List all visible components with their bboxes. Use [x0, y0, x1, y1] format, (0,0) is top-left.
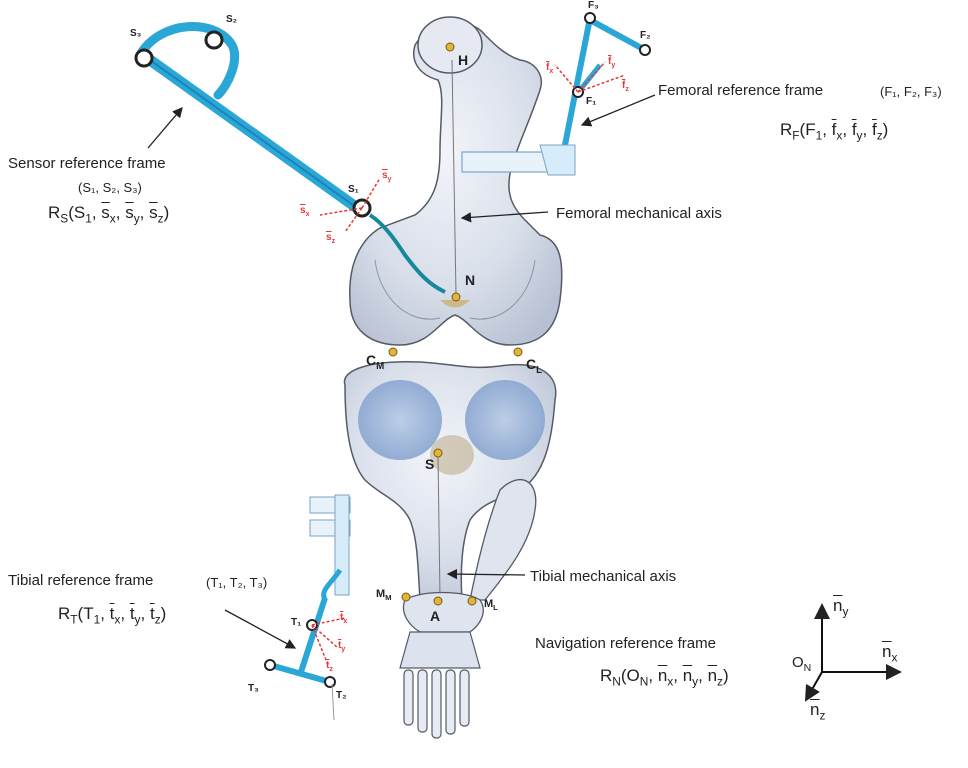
- navigation-axis-z-label: nz: [810, 700, 825, 722]
- femoral-points: (F₁, F₂, F₃): [880, 84, 942, 99]
- tibial-axis-label: Tibial mechanical axis: [530, 568, 676, 585]
- tibia: [344, 362, 555, 600]
- navigation-origin-label: ON: [792, 654, 811, 674]
- femoral-frame-formula: RF(F1, fx, fy, fz): [780, 120, 888, 142]
- landmark-mm: MM: [376, 588, 392, 602]
- landmark-a: A: [430, 608, 440, 624]
- femoral-axis-z: fz: [622, 80, 629, 93]
- femoral-caption: Femoral reference frame: [658, 82, 823, 99]
- femoral-axis-x: fx: [546, 62, 553, 75]
- landmark-n: N: [465, 272, 475, 288]
- navigation-axis-y-label: ny: [833, 596, 848, 618]
- landmark-ml: ML: [484, 598, 498, 612]
- sensor-caption: Sensor reference frame: [8, 155, 166, 172]
- sensor-points: (S₁, S₂, S₃): [78, 180, 142, 195]
- marker-t1: T₁: [291, 617, 301, 628]
- landmark-h: H: [458, 52, 468, 68]
- marker-f2: F₂: [640, 30, 651, 41]
- navigation-frame-formula: RN(ON, nx, ny, nz): [600, 666, 729, 688]
- femoral-axis-label: Femoral mechanical axis: [556, 205, 722, 222]
- marker-f1: F₁: [586, 96, 596, 107]
- sensor-axis-z: sz: [326, 232, 335, 245]
- landmark-cm: CM: [366, 352, 384, 372]
- marker-s2: S₂: [226, 14, 237, 25]
- tibial-axis-x: tx: [340, 612, 347, 625]
- tibial-instrument: [265, 495, 350, 720]
- tibial-axis-z: tz: [326, 660, 333, 673]
- tibial-caption: Tibial reference frame: [8, 572, 153, 589]
- sensor-axis-y: sy: [382, 170, 391, 183]
- tibial-frame-formula: RT(T1, tx, ty, tz): [58, 604, 166, 626]
- navigation-axis-x-label: nx: [882, 642, 897, 664]
- marker-s1: S₁: [348, 184, 359, 195]
- tibial-points: (T₁, T₂, T₃): [206, 575, 267, 590]
- marker-s3: S₃: [130, 28, 141, 39]
- marker-f3: F₃: [588, 0, 599, 11]
- femoral-axis-y: fy: [608, 56, 615, 69]
- sensor-frame-formula: RS(S1, sx, sy, sz): [48, 203, 169, 225]
- tibial-axis-y: ty: [338, 640, 345, 653]
- sensor-axis-x: sx: [300, 205, 309, 218]
- foot: [400, 593, 483, 739]
- landmark-cl: CL: [526, 356, 542, 376]
- marker-t3: T₃: [248, 683, 259, 694]
- landmark-s: S: [425, 456, 434, 472]
- navigation-caption: Navigation reference frame: [535, 635, 716, 652]
- marker-t2: T₂: [336, 690, 347, 701]
